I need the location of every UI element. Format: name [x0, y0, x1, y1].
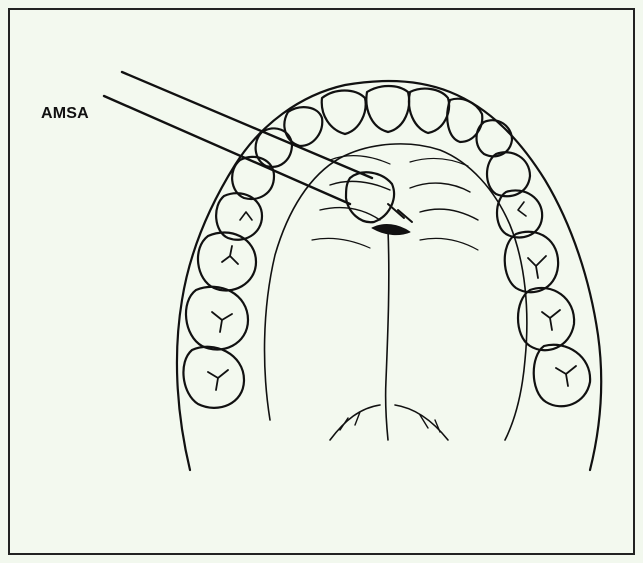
rugae-5 [312, 238, 370, 248]
tooth-right-premolar-2 [497, 190, 542, 237]
fissure-left-3 [208, 370, 228, 390]
fissure-right-3 [556, 366, 576, 386]
tooth-left-molar-2 [186, 287, 248, 350]
tooth-left-canine [256, 128, 292, 166]
fissure-right-2 [542, 310, 560, 330]
tooth-incisor-1 [322, 91, 366, 135]
fissure-left-2 [212, 312, 232, 332]
tooth-incisor-3 [409, 89, 449, 133]
palate-midline [386, 230, 389, 440]
soft-palate-right [395, 405, 448, 440]
fissure-right-4 [518, 202, 526, 216]
amsa-label: AMSA [41, 105, 89, 123]
rugae-2 [410, 183, 470, 192]
soft-palate-left [330, 405, 380, 440]
inner-palate-outline [265, 144, 527, 440]
fissure-right-1 [528, 256, 546, 278]
tooth-right-premolar-1 [487, 152, 530, 196]
rugae-4 [420, 209, 478, 220]
instrument-tip [388, 204, 412, 222]
fissure-left-1 [222, 246, 238, 264]
instrument-shaft-bottom [104, 96, 350, 204]
tooth-incisor-2 [366, 86, 409, 132]
tooth-left-molar-3 [183, 347, 244, 408]
fissure-left-4 [240, 212, 252, 220]
tooth-left-molar-1 [198, 232, 256, 290]
rugae-6 [420, 238, 478, 250]
rugae-1 [330, 181, 390, 190]
tooth-right-canine [477, 120, 513, 156]
tooth-right-molar-3 [534, 345, 590, 407]
injection-site-mark [372, 225, 410, 235]
